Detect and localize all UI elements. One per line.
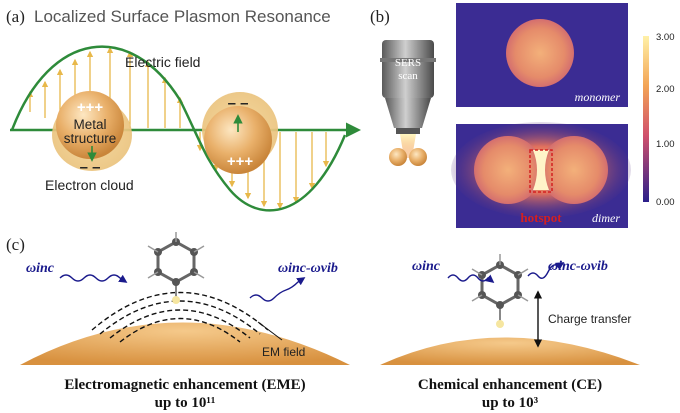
ce-metal-surface <box>380 337 640 365</box>
objective-lens-icon: SERS scan <box>380 40 436 166</box>
em-field-pointer <box>257 321 283 341</box>
metal-structure-line2: structure <box>64 131 117 146</box>
scattered-wave-right <box>527 262 565 279</box>
ce-value: up to 10³ <box>482 395 539 411</box>
molecule-left-icon <box>147 232 205 304</box>
dimer-particle-right <box>540 136 608 204</box>
colorbar <box>643 36 649 202</box>
monomer-label: monomer <box>575 90 621 104</box>
scattered-wave-left <box>249 277 306 302</box>
metal-structure-line1: Metal <box>73 117 106 132</box>
incident-wave-left <box>59 274 128 283</box>
plus-charges-right: +++ <box>227 153 254 170</box>
dimer-particle-left <box>474 136 542 204</box>
hotspot-label: hotspot <box>520 210 562 225</box>
ce-title: Chemical enhancement (CE) <box>418 377 602 393</box>
colorbar-tick-3: 0.00 <box>656 197 675 208</box>
metal-sphere-right <box>204 106 272 174</box>
incident-wave-right <box>447 274 495 284</box>
omega-inc-right: ωinc <box>412 259 441 274</box>
dimer-label: dimer <box>592 211 620 225</box>
hotspot-gap <box>533 150 549 190</box>
panel-a-label: (a) <box>6 7 25 26</box>
metal-sphere-left <box>56 91 124 159</box>
objective-line1: SERS <box>395 57 421 69</box>
molecule-right-icon <box>471 254 529 328</box>
panel-a: (a) Localized Surface Plasmon Resonance <box>6 7 361 212</box>
minus-charges-right: – – <box>228 95 249 112</box>
panel-c-label: (c) <box>6 235 25 254</box>
minus-charges-left: – – <box>80 159 101 176</box>
em-field-label: EM field <box>262 345 305 359</box>
charge-transfer-label: Charge transfer <box>548 312 631 326</box>
omega-scattered-left: ωinc-ωvib <box>278 261 338 276</box>
em-field-lines <box>91 291 269 343</box>
objective-line2: scan <box>398 70 418 82</box>
eme-value: up to 10¹¹ <box>155 395 216 411</box>
electric-field-wave <box>10 45 347 212</box>
colorbar-tick-2: 1.00 <box>656 139 675 150</box>
panel-b: (b) SERS scan monomer hotspot dimer 3.00 <box>370 3 675 228</box>
eme-metal-surface <box>20 322 350 365</box>
colorbar-tick-0: 3.00 <box>656 32 675 43</box>
eme-title: Electromagnetic enhancement (EME) <box>64 377 305 393</box>
panel-a-title: Localized Surface Plasmon Resonance <box>34 7 331 26</box>
panel-b-label: (b) <box>370 7 390 26</box>
panel-c: (c) EM field ωinc ωinc-ωv <box>6 232 640 411</box>
electron-cloud-label: Electron cloud <box>45 177 134 193</box>
electric-field-label: Electric field <box>125 54 200 70</box>
plus-charges-left: +++ <box>77 99 104 116</box>
omega-inc-left: ωinc <box>26 261 55 276</box>
hotspot-box <box>529 149 553 193</box>
monomer-particle <box>506 19 574 87</box>
omega-scattered-right: ωinc-ωvib <box>548 259 608 274</box>
colorbar-tick-1: 2.00 <box>656 84 675 95</box>
